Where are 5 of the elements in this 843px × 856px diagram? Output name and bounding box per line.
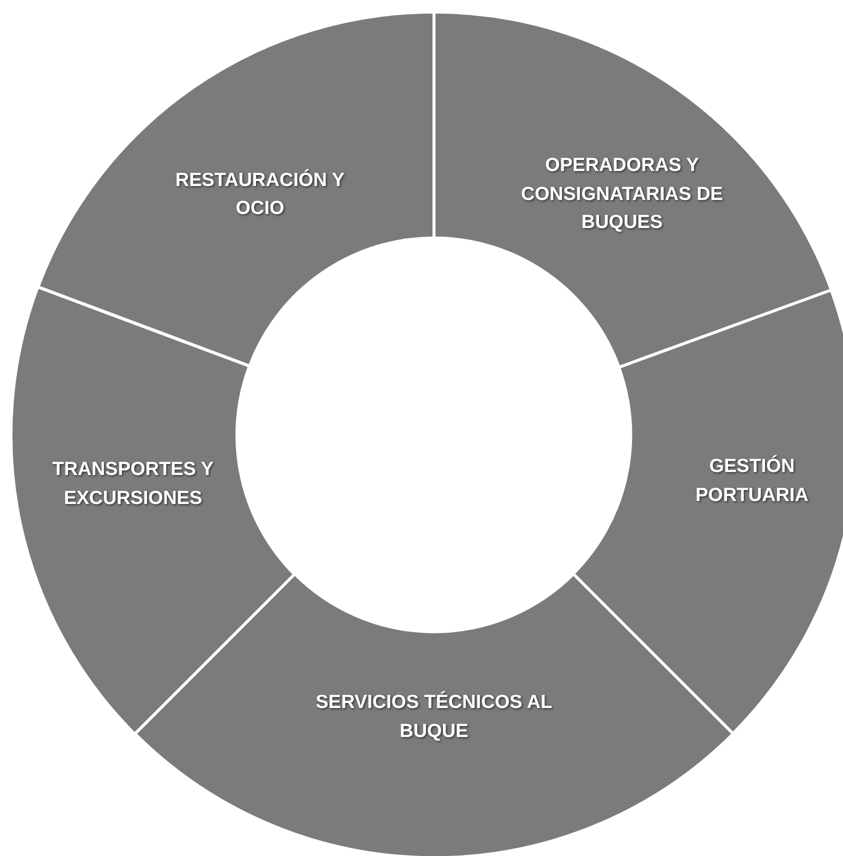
- segment-label: OPERADORAS Y CONSIGNATARIAS DE BUQUES: [520, 154, 724, 235]
- segment-label: SERVICIOS TÉCNICOS AL BUQUE: [314, 690, 554, 744]
- segment-label: GESTIÓN PORTUARIA: [694, 454, 810, 508]
- segment-label: RESTAURACIÓN Y OCIO: [174, 168, 346, 221]
- segment-label: TRANSPORTES Y EXCURSIONES: [51, 458, 215, 511]
